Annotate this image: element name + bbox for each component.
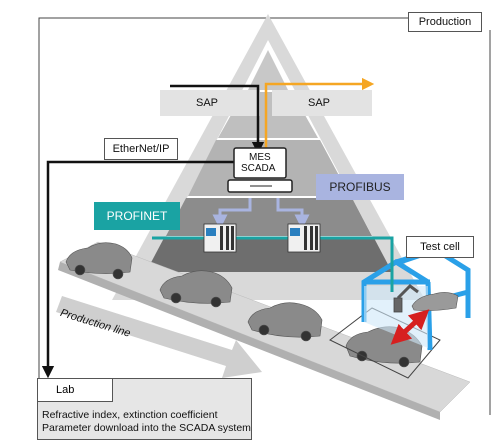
plc-left-icon — [203, 223, 237, 253]
profibus-arrow-left — [212, 198, 252, 230]
pyramid-layer-control — [166, 198, 372, 236]
lab-title: Lab — [37, 378, 113, 402]
ethernet-line — [41, 160, 240, 379]
test-cell-label: Test cell — [406, 236, 474, 258]
profibus-label: PROFIBUS — [316, 174, 404, 200]
car-2 — [159, 270, 233, 308]
car-3 — [247, 302, 323, 342]
profinet-label: PROFINET — [94, 202, 180, 230]
test-cell-zone — [329, 307, 441, 379]
ethernet-label: EtherNet/IP — [104, 138, 178, 160]
profibus-arrow-right — [276, 198, 310, 230]
lab-panel: Lab Refractive index, extinction coeffic… — [37, 378, 252, 440]
sap-left-band — [160, 90, 260, 116]
sap-to-mes-line — [170, 84, 265, 155]
plc-right-icon — [287, 223, 321, 253]
sap-right-band — [272, 90, 372, 116]
sap-right-label: SAP — [308, 97, 331, 109]
mes-label-line2: SCADA — [241, 163, 276, 174]
production-label: Production — [408, 12, 482, 32]
car-1 — [65, 242, 133, 280]
mes-to-sap-line — [264, 77, 375, 148]
production-line-arrow — [56, 296, 262, 378]
mes-label-line1: MES — [249, 152, 271, 163]
production-frame — [38, 17, 410, 378]
car-test-cell — [411, 292, 459, 311]
test-cell-arrow — [390, 309, 430, 345]
pyramid-layer-field — [146, 238, 392, 272]
lab-line-2: Parameter download into the SCADA system — [42, 422, 251, 434]
sap-left-label: SAP — [196, 97, 219, 109]
production-line-edge — [58, 262, 440, 420]
pyramid-top — [248, 50, 288, 90]
lab-line-1: Refractive index, extinction coefficient — [42, 409, 218, 421]
mes-computer-icon — [227, 147, 293, 193]
